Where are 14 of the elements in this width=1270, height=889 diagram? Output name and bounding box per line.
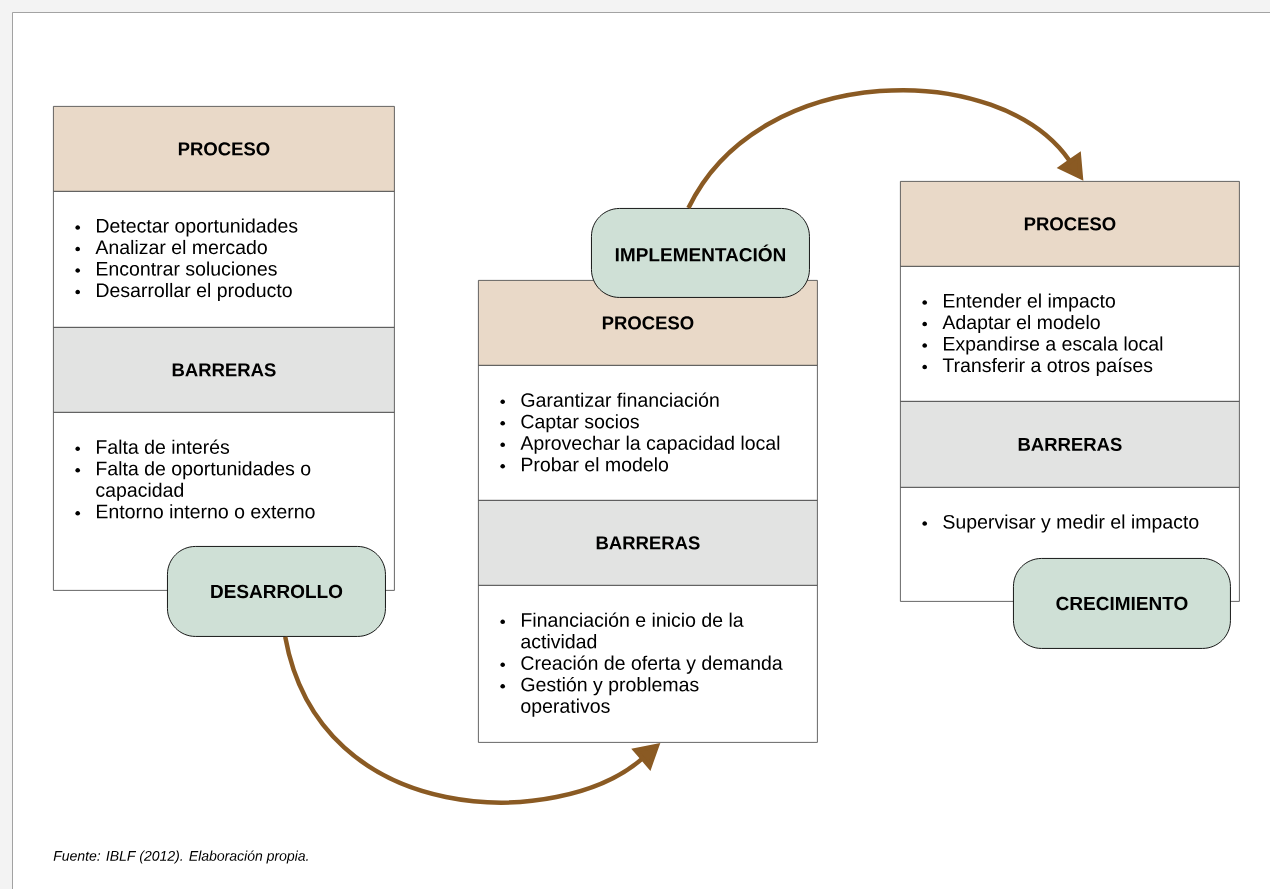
caption: Fuente: IBLF (2012). Elaboración propia. — [53, 850, 308, 864]
stage-box: IMPLEMENTACIÓN — [591, 208, 810, 298]
section-header: PROCESO — [900, 181, 1240, 267]
curved-arrow — [686, 88, 1084, 210]
bullet-list-cell: Garantizar financiación Captar socios Aprovechar la capacidad local Probar el modelo — [478, 365, 818, 501]
bullet-list-cell: Financiación e inicio de la actividad Creación de oferta y demanda Gestión y problemas operativos — [478, 585, 818, 743]
stage-box: DESARROLLO — [167, 546, 386, 637]
section-header: PROCESO — [53, 106, 395, 192]
section-header: BARRERAS — [900, 401, 1240, 488]
stage-box: CRECIMIENTO — [1013, 558, 1231, 649]
bullet-list-cell: Entender el impacto Adaptar el modelo Expandirse a escala local Transferir a otros países — [900, 266, 1240, 402]
bullet-list-cell: Detectar oportunidades Analizar el mercado Encontrar soluciones Desarrollar el producto — [53, 191, 395, 328]
section-header: BARRERAS — [53, 327, 395, 413]
section-header: BARRERAS — [478, 500, 818, 586]
